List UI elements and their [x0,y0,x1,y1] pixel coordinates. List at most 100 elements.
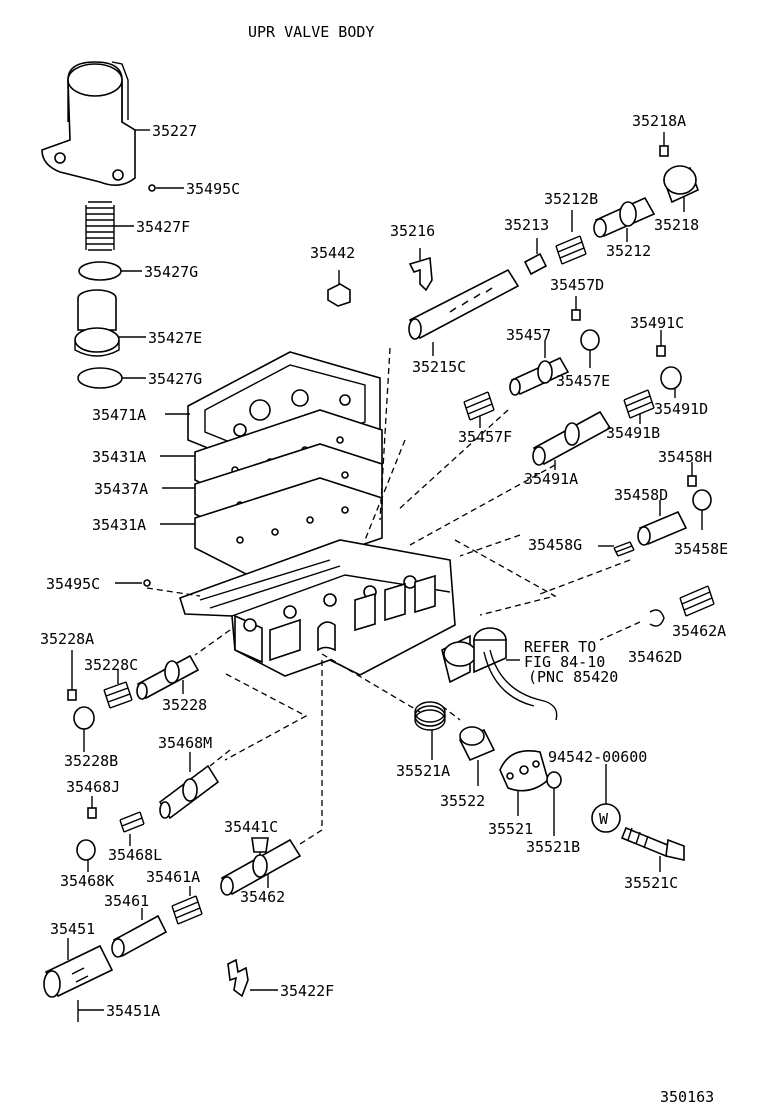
part-label: 35491D [654,400,708,418]
part-label: 35495C [186,180,240,198]
spring-35461a-drawing [171,895,203,925]
spring-35228c-drawing [103,681,133,709]
part-label: 35461A [146,868,200,886]
part-label: 35521C [624,874,678,892]
part-labels: 35227 35495C 35427F 35427G 35427E 35427G… [40,112,728,1020]
spring-35521a-drawing [414,701,446,731]
spring-35468l-drawing [119,811,145,833]
spring-35462a-drawing [679,585,715,617]
part-35491c-drawing [656,345,666,357]
part-label: 35427F [136,218,190,236]
sleeve-35427e-drawing [74,289,120,357]
part-label: 35468M [158,734,212,752]
part-label: 35227 [152,122,197,140]
part-label: 35471A [92,406,146,424]
refer-note-line2: FIG 84-10 [524,653,605,671]
spring-35212b-drawing [555,235,587,265]
part-35491d-drawing [660,366,682,390]
part-label: 35431A [92,516,146,534]
spring-35491b-drawing [623,389,655,419]
valve-35491a-drawing [532,410,612,466]
spring-35457f-drawing [463,391,495,421]
part-35213-drawing [523,252,548,276]
part-35458e-drawing [692,489,712,511]
bolt-35521c-drawing [620,826,685,861]
part-label: 35521B [526,838,580,856]
part-label: 35462 [240,888,285,906]
part-label: 35491C [630,314,684,332]
part-label: 35431A [92,448,146,466]
spring-35458g-drawing [613,541,635,557]
part-label: 35457E [556,372,610,390]
part-label: 35212 [606,242,651,260]
part-35522-drawing [458,726,496,762]
part-label: 94542-00600 [548,748,647,766]
part-label: 35451 [50,920,95,938]
valve-35212-drawing [593,196,656,238]
part-label: 35495C [46,575,100,593]
part-35458d-drawing [637,510,688,546]
part-label: 35457 [506,326,551,344]
solenoid-housing-drawing [41,61,136,186]
part-label: 35441C [224,818,278,836]
part-35468j-drawing [87,807,97,819]
part-label: 35442 [310,244,355,262]
valve-body-drawing [179,539,456,677]
part-label: 35228B [64,752,118,770]
part-label: 35468L [108,846,162,864]
o-ring-35427g-2-drawing [77,367,123,389]
part-label: 35458H [658,448,712,466]
part-label: 35458G [528,536,582,554]
valve-35457-drawing [509,356,570,396]
w-symbol-text: W [599,810,609,828]
o-ring-35427g-drawing [78,261,122,281]
diagram-title: UPR VALVE BODY [248,23,374,41]
part-label: 35212B [544,190,598,208]
part-label: 35491B [606,424,660,442]
refer-note: REFER TO FIG 84-10 (PNC 85420 [524,638,618,686]
part-label: 35228C [84,656,138,674]
part-35457e-drawing [580,329,600,351]
part-label: 35462A [672,622,726,640]
valve-35462-drawing [220,838,302,896]
part-35228a-drawing [67,689,77,701]
part-label: 35427E [148,329,202,347]
part-label: 35427G [148,370,202,388]
part-35461-drawing [111,914,168,958]
part-label: 35216 [390,222,435,240]
part-label: 35228 [162,696,207,714]
washer-35521b-drawing [546,771,562,789]
sleeve-35215c-drawing [408,268,520,340]
part-label: 35458E [674,540,728,558]
valve-35468m-drawing [158,764,220,820]
part-label: 35468K [60,872,114,890]
part-label: 35218 [654,216,699,234]
part-label: 35521 [488,820,533,838]
part-label: 35213 [504,216,549,234]
sleeve-35451-drawing [43,944,114,998]
part-35457d-drawing [571,309,581,321]
solenoid-reference-drawing [441,627,558,721]
part-label: 35228A [40,630,94,648]
refer-note-line1: REFER TO [524,638,596,656]
gasket-35431a-2-drawing [194,477,383,581]
part-label: 35457F [458,428,512,446]
valve-35228-drawing [136,654,200,700]
part-label: 35521A [396,762,450,780]
part-label: 35422F [280,982,334,1000]
part-label: 35218A [632,112,686,130]
part-35442-drawing [327,270,351,307]
part-35458h-drawing [687,475,697,487]
part-label: 35458D [614,486,668,504]
part-label: 35437A [94,480,148,498]
plug-35218-drawing [662,165,700,204]
part-35468k-drawing [76,839,96,861]
clip-35422f-drawing [227,958,249,998]
plug-35228b-drawing [73,706,95,730]
part-label: 35522 [440,792,485,810]
part-35218a-drawing [659,145,669,157]
part-label: 35451A [106,1002,160,1020]
part-35441c-drawing [251,837,269,853]
part-label: 35215C [412,358,466,376]
